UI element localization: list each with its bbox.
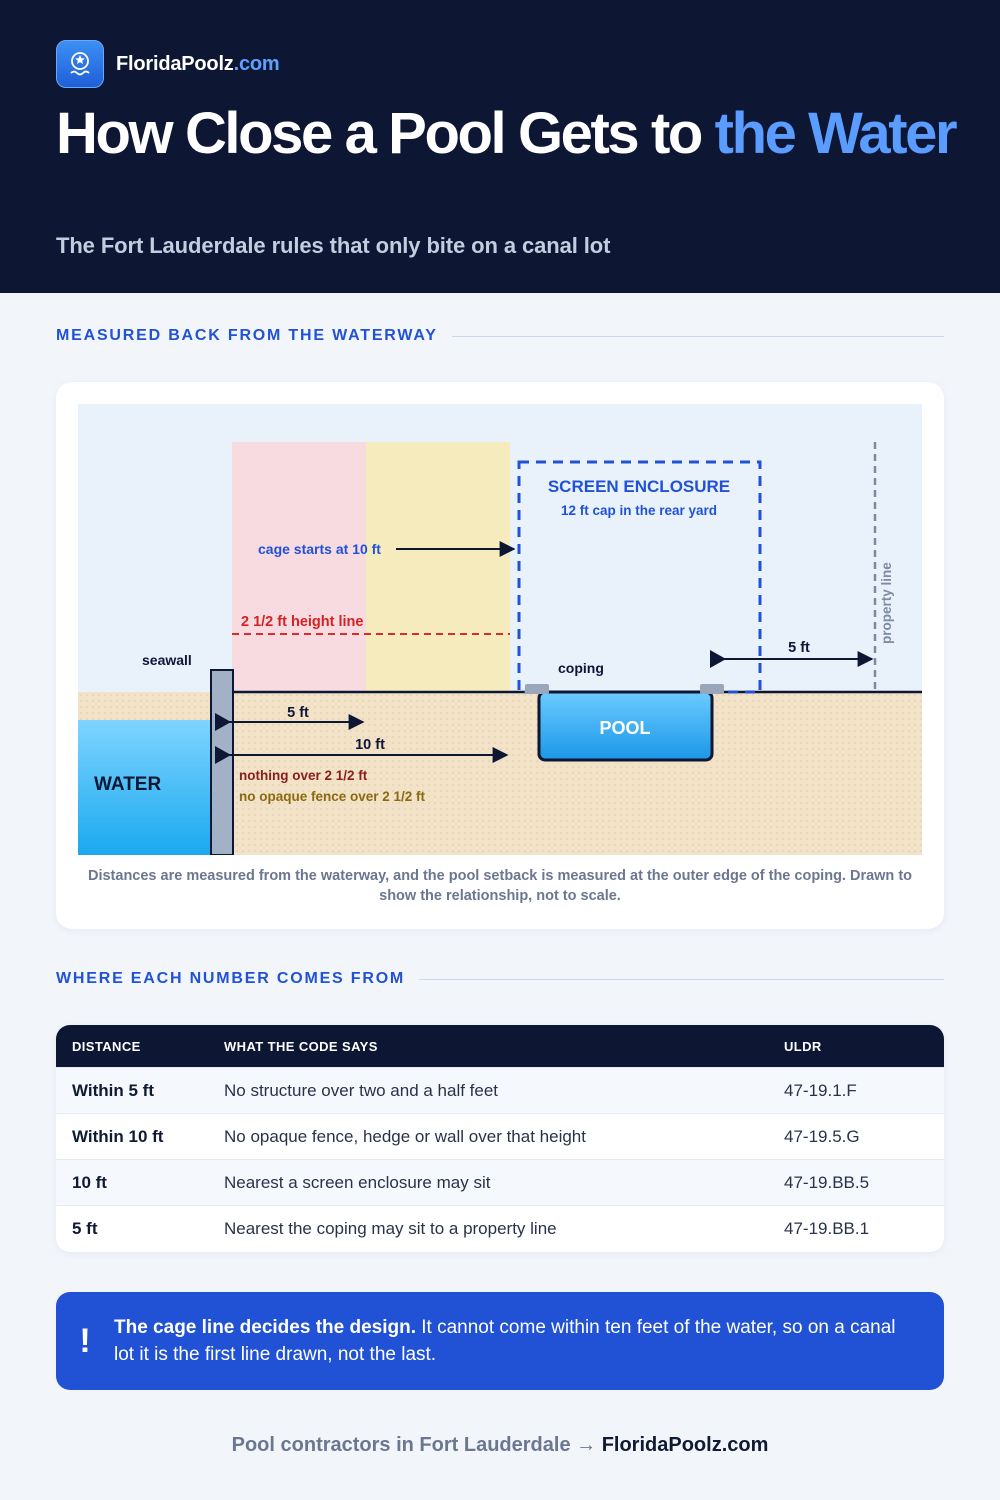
callout-banner: ! The cage line decides the design. It c… [56,1292,944,1390]
brand-logo-icon [56,40,104,88]
pool-label: POOL [599,718,650,738]
cage-start-label: cage starts at 10 ft [258,541,381,557]
dist-10-label: 10 ft [355,737,385,753]
header-distance: DISTANCE [72,1038,141,1054]
header: FloridaPoolz.com How Close a Pool Gets t… [0,0,1000,293]
pool [537,690,714,762]
header-rule: WHAT THE CODE SAYS [224,1038,378,1054]
cell-rule: Nearest a screen enclosure may sit [224,1172,491,1192]
cell-uldr: 47-19.5.G [784,1126,860,1146]
setback-diagram: WATER seawall 2 1/2 ft height line cage … [78,404,922,855]
table-row: Within 10 ft No opaque fence, hedge or w… [56,1113,944,1159]
coping-right [700,684,724,694]
zone-10-note: no opaque fence over 2 1/2 ft [239,789,426,804]
section-heading-sources: WHERE EACH NUMBER COMES FROM [56,970,944,988]
cell-rule: Nearest the coping may sit to a property… [224,1218,557,1238]
code-table: DISTANCE WHAT THE CODE SAYS ULDR Within … [56,1025,944,1252]
enclosure-subtitle: 12 ft cap in the rear yard [561,503,717,518]
cell-uldr: 47-19.BB.1 [784,1218,870,1238]
page-subtitle: The Fort Lauderdale rules that only bite… [56,233,611,258]
cell-rule: No opaque fence, hedge or wall over that… [224,1126,586,1146]
zone-10ft [366,442,510,692]
cell-distance: 5 ft [72,1218,98,1238]
alert-icon: ! [79,1321,91,1360]
cell-uldr: 47-19.1.F [784,1080,857,1100]
table-row: 5 ft Nearest the coping may sit to a pro… [56,1205,944,1251]
table-row: Within 5 ft No structure over two and a … [56,1067,944,1113]
property-setback-arrow-tail [710,650,726,668]
brand[interactable]: FloridaPoolz.com [56,40,280,88]
property-setback-label: 5 ft [788,640,810,656]
footer[interactable]: Pool contractors in Fort Lauderdale → Fl… [231,1434,769,1456]
section-heading-diagram: MEASURED BACK FROM THE WATERWAY [56,327,944,345]
water-area [78,720,212,855]
page-title: How Close a Pool Gets to the Water [56,101,958,166]
dist-5-label: 5 ft [287,705,309,721]
header-uldr: ULDR [784,1038,822,1054]
property-line-label: property line [879,562,894,644]
cell-distance: Within 5 ft [72,1080,154,1100]
seawall-label: seawall [142,652,192,668]
cell-rule: No structure over two and a half feet [224,1080,499,1100]
zone-5-note: nothing over 2 1/2 ft [239,768,368,783]
cell-distance: 10 ft [72,1172,107,1192]
zone-5ft [232,442,366,692]
callout-text: The cage line decides the design. It can… [114,1317,896,1365]
seawall [210,669,234,855]
cell-uldr: 47-19.BB.5 [784,1172,870,1192]
cell-distance: Within 10 ft [72,1126,164,1146]
table-row: 10 ft Nearest a screen enclosure may sit… [56,1159,944,1205]
coping-label: coping [558,660,604,676]
diagram-card: WATER seawall 2 1/2 ft height line cage … [56,382,944,929]
footer-site-link[interactable]: FloridaPoolz.com [601,1434,769,1456]
water-label: WATER [94,774,161,795]
enclosure-title: SCREEN ENCLOSURE [548,477,730,496]
table-header: DISTANCE WHAT THE CODE SAYS ULDR [56,1025,944,1067]
diagram-caption: Distances are measured from the waterway… [87,868,913,904]
height-line-label: 2 1/2 ft height line [241,614,363,630]
brand-name: FloridaPoolz.com [116,52,280,75]
screen-enclosure [517,460,762,694]
coping-left [525,684,549,694]
